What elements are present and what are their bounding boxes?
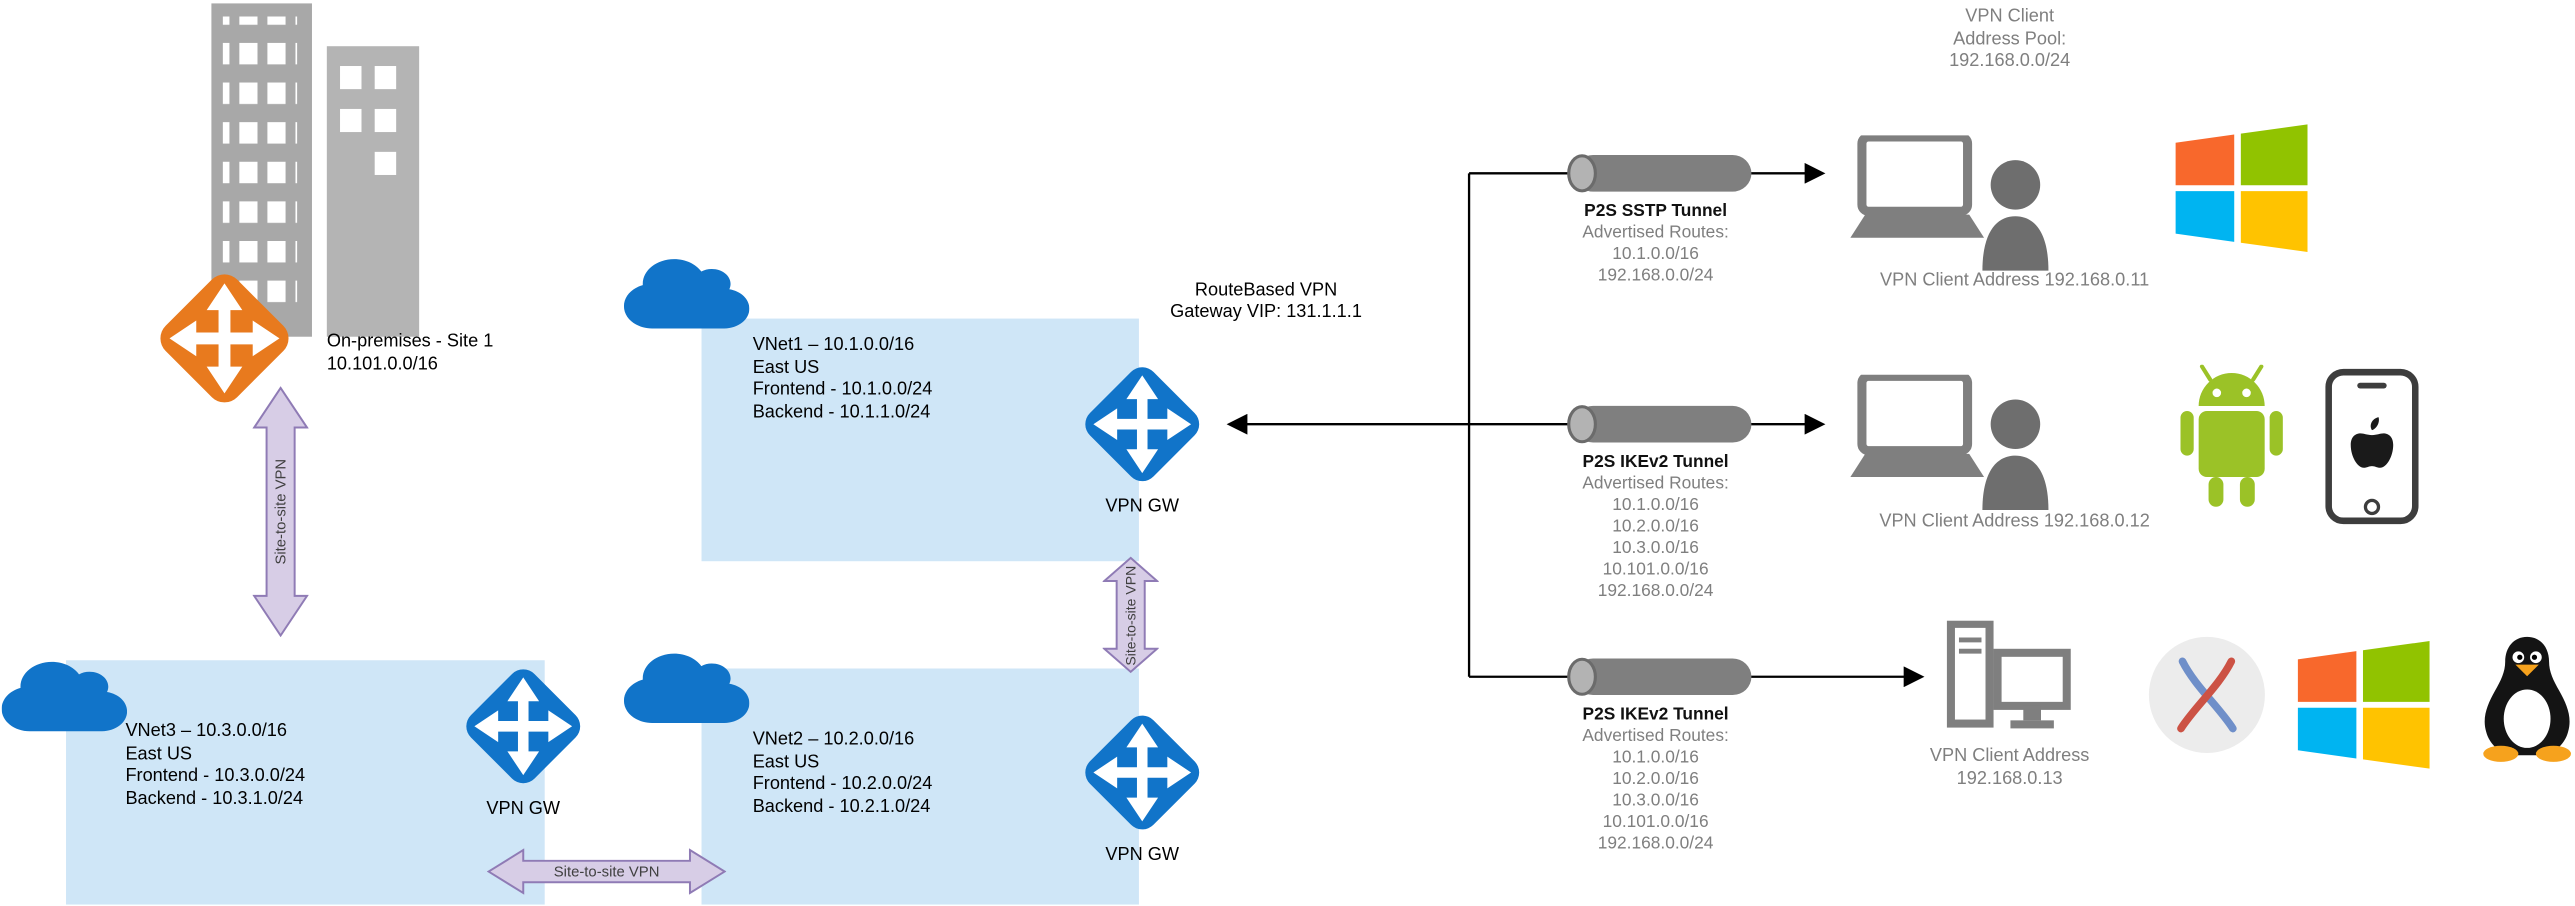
vnet3-cloud-icon (1, 661, 128, 732)
tunnel3-routes-heading: Advertised Routes: (1582, 726, 1729, 747)
tunnel2-title: P2S IKEv2 Tunnel (1582, 452, 1729, 473)
tunnel3-pipe-icon (1567, 656, 1753, 697)
vnet1-label: VNet1 – 10.1.0.0/16 East US Frontend - 1… (752, 335, 933, 422)
vnet2-box (701, 668, 1139, 905)
client1-address-label: VPN Client Address 192.168.0.11 (1880, 270, 2150, 291)
tunnel1-pipe-icon (1567, 153, 1753, 194)
client3-address-label: VPN Client Address 192.168.0.13 (1929, 746, 2090, 789)
tunnel1-title: P2S SSTP Tunnel (1584, 201, 1728, 222)
s2s-arrow-onprem-vnet3: Site-to-site VPN (252, 386, 309, 638)
tunnel2-pipe-icon (1567, 404, 1753, 445)
s2s-vpn-label: Site-to-site VPN (553, 863, 660, 880)
gateway-vip-note: RouteBased VPN Gateway VIP: 131.1.1.1 (1170, 280, 1362, 322)
client3-desktop-icon (1944, 621, 2073, 746)
iphone-icon (2324, 368, 2420, 525)
tunnel2-routes-heading: Advertised Routes: (1582, 473, 1729, 494)
client2-address-label: VPN Client Address 192.168.0.12 (1879, 511, 2150, 532)
client1-laptop-user-icon (1849, 135, 2060, 270)
vnet2-label: VNet2 – 10.2.0.0/16 East US Frontend - 1… (752, 729, 933, 817)
s2s-vpn-label: Site-to-site VPN (1122, 564, 1139, 665)
windows-logo-icon (2175, 124, 2308, 252)
s2s-vpn-label: Site-to-site VPN (272, 458, 289, 565)
address-pool-note: VPN Client Address Pool: 192.168.0.0/24 (1949, 6, 2071, 71)
s2s-arrow-vnet3-vnet2: Site-to-site VPN (486, 848, 727, 895)
tunnel2-routes: 10.1.0.0/16 10.2.0.0/16 10.3.0.0/16 10.1… (1597, 495, 1714, 601)
client2-laptop-user-icon (1849, 375, 2060, 510)
tunnel3-routes: 10.1.0.0/16 10.2.0.0/16 10.3.0.0/16 10.1… (1597, 747, 1714, 854)
windows-logo-icon (2297, 640, 2430, 769)
double-arrow-icon (252, 386, 309, 638)
s2s-arrow-vnet1-vnet2: Site-to-site VPN (1101, 556, 1160, 674)
vnet3-vpn-gw-label: VPN GW (486, 798, 561, 819)
double-arrow-icon (1101, 556, 1160, 674)
onprem-label: On-premises - Site 1 10.101.0.0/16 (326, 331, 494, 374)
vnet1-box (701, 318, 1139, 562)
double-arrow-icon (486, 848, 727, 895)
vnet3-box (66, 660, 545, 905)
macos-logo-icon (2146, 634, 2268, 756)
tunnel3-label: P2S IKEv2 Tunnel Advertised Routes: 10.1… (1507, 705, 1804, 855)
vnet3-vpn-gateway-icon (459, 662, 587, 790)
tunnel2-label: P2S IKEv2 Tunnel Advertised Routes: 10.1… (1507, 452, 1804, 602)
vnet2-vpn-gateway-icon (1078, 709, 1206, 836)
vnet2-cloud-icon (623, 653, 750, 723)
tunnel1-routes-heading: Advertised Routes: (1582, 222, 1729, 243)
android-logo-icon (2166, 365, 2298, 514)
vnet1-vpn-gateway-icon (1078, 360, 1206, 488)
vnet3-label: VNet3 – 10.3.0.0/16 East US Frontend - 1… (125, 721, 306, 808)
tunnel1-routes: 10.1.0.0/16 192.168.0.0/24 (1597, 244, 1714, 286)
vnet2-vpn-gw-label: VPN GW (1105, 845, 1180, 865)
vnet1-vpn-gw-label: VPN GW (1105, 496, 1180, 517)
vnet1-cloud-icon (623, 259, 750, 329)
tunnel3-title: P2S IKEv2 Tunnel (1582, 704, 1729, 725)
linux-tux-icon (2483, 636, 2571, 762)
tunnel1-label: P2S SSTP Tunnel Advertised Routes: 10.1.… (1507, 201, 1804, 287)
